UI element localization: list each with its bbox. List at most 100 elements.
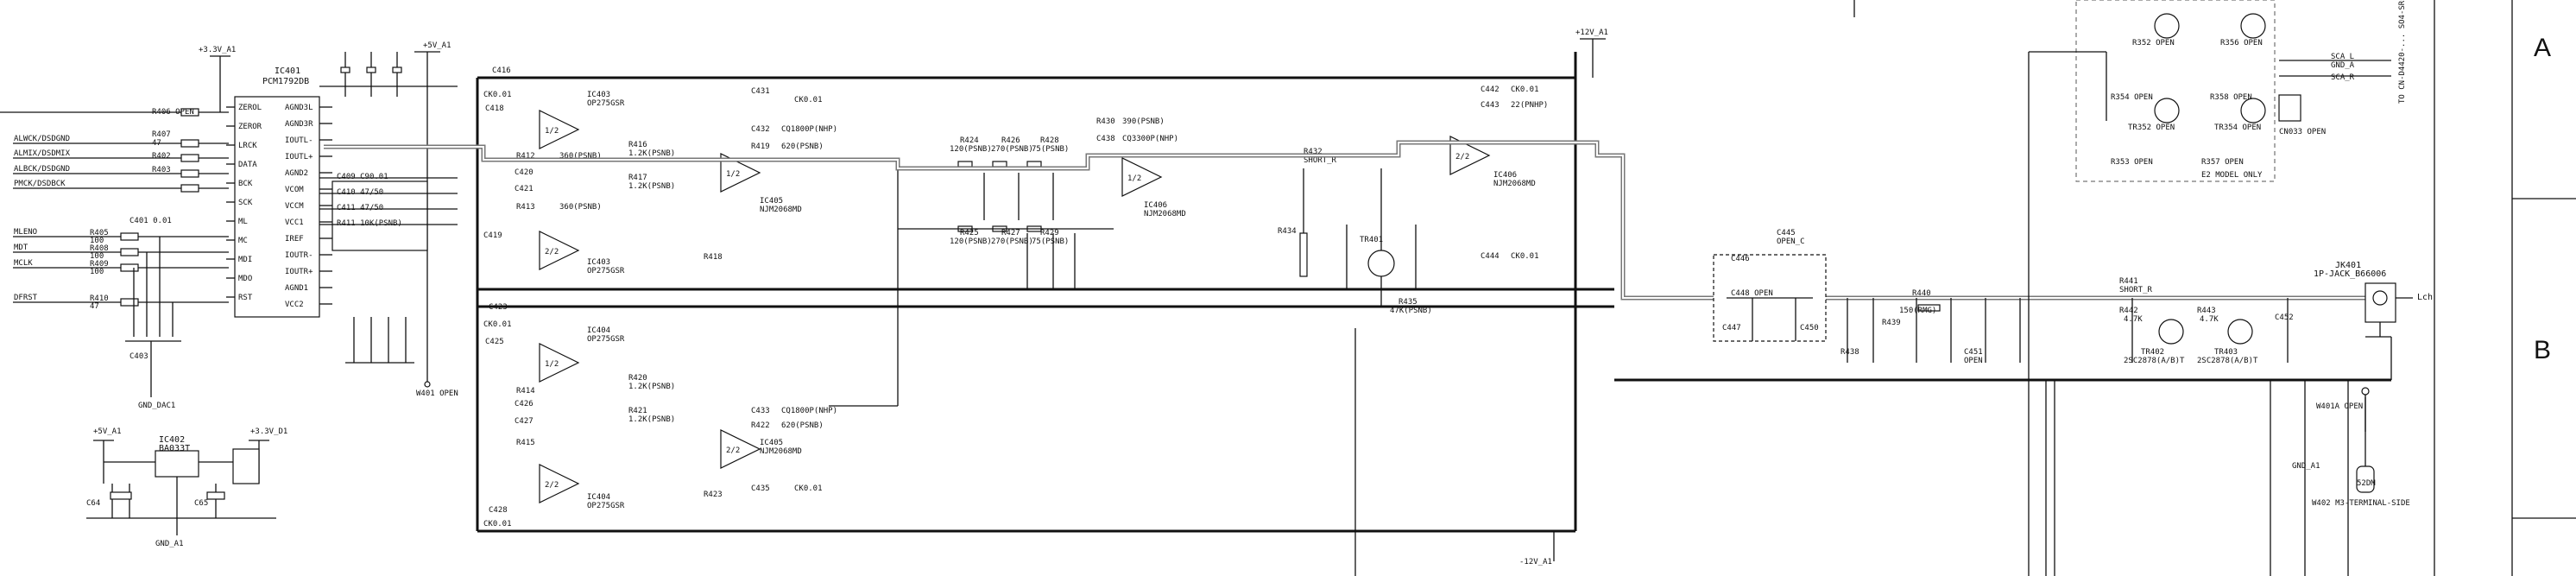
opamp-ref-label: IC404 xyxy=(587,493,610,502)
opamp-symbol xyxy=(720,429,761,469)
r438-label: R438 xyxy=(1840,348,1859,357)
r427-label: R427 xyxy=(1001,229,1020,237)
mute-tr352: TR352 OPEN xyxy=(2128,123,2175,132)
zone-label-b: B xyxy=(2534,336,2551,364)
r439-label: R439 xyxy=(1882,319,1901,327)
c438-label: C438 xyxy=(1096,135,1115,143)
opamp-ref-label: IC405 xyxy=(760,439,783,447)
c435-val: CK0.01 xyxy=(794,484,823,493)
r424-label: R424 xyxy=(960,136,979,145)
ic401-pin-label: ML xyxy=(238,218,248,226)
r430-label: R430 xyxy=(1096,117,1115,126)
ic401-pin-label: AGND3R xyxy=(285,120,313,129)
c431-val: CK0.01 xyxy=(794,96,823,104)
input-label-mdt: MDT xyxy=(14,244,28,252)
r416-label: R416 xyxy=(628,141,647,149)
r424-val: 120(PSNB) xyxy=(950,145,992,154)
r435-val: 47K(PSNB) xyxy=(1390,307,1432,315)
jk401-jack xyxy=(2356,282,2413,493)
channel-label: Lch xyxy=(2417,293,2433,302)
r430-val: 390(PSNB) xyxy=(1122,117,1165,126)
input-label-almix: ALMIX/DSDMIX xyxy=(14,149,71,158)
r415-label: R415 xyxy=(516,439,535,447)
ic401-pins: ZEROLZERORLRCKDATABCKSCKMLMCMDIMDORSTAGN… xyxy=(226,104,332,309)
tr402-label: TR402 xyxy=(2141,348,2164,357)
opamp-unit-label: 1/2 xyxy=(545,360,559,369)
mute-net-scal: SCA_L xyxy=(2331,53,2354,61)
r425-label: R425 xyxy=(960,229,979,237)
c403-label: C403 xyxy=(129,352,148,361)
opamp-ref-label: IC404 xyxy=(587,326,610,335)
rail-v33-d1: +3.3V_D1 xyxy=(250,427,287,436)
ic401-pin-label: VCC2 xyxy=(285,301,304,309)
ic401-pin-label: VCOM xyxy=(285,186,304,194)
opamp-unit-label: 1/2 xyxy=(726,170,740,179)
opamp-part-label: NJM2068MD xyxy=(760,206,802,214)
c452-label: C452 xyxy=(2275,313,2294,322)
r417-label: R417 xyxy=(628,174,647,182)
input-decoupling xyxy=(125,237,181,397)
c416-val: CK0.01 xyxy=(483,91,512,99)
iv-stage-frame xyxy=(476,38,1614,561)
ic401-pin-label: ZEROR xyxy=(238,123,262,131)
mute-tr354: TR354 OPEN xyxy=(2214,123,2261,132)
ic401-ref: IC401 xyxy=(275,66,300,76)
input-label-pmck: PMCK/DSDBCK xyxy=(14,180,66,188)
c448-label: C448 OPEN xyxy=(1731,289,1773,298)
mute-note: E2 MODEL ONLY xyxy=(2201,171,2263,180)
r412-label: R412 xyxy=(516,152,535,161)
r421-label: R421 xyxy=(628,407,647,415)
r426-val: 270(PSNB) xyxy=(991,145,1033,154)
r403-label: R403 xyxy=(152,166,171,174)
rail-v5-a1-reg: +5V_A1 xyxy=(93,427,122,436)
opamp-unit-label: 1/2 xyxy=(1127,174,1141,183)
r417-val: 1.2K(PSNB) xyxy=(628,182,675,191)
ic401-pin-label: AGND3L xyxy=(285,104,313,112)
opamp-symbol xyxy=(1449,136,1491,175)
r443-label: R443 xyxy=(2197,307,2216,315)
r441-val: SHORT_R xyxy=(2119,286,2153,294)
input-series-resistors xyxy=(120,108,199,307)
c425-label: C425 xyxy=(485,338,504,346)
c432-label: C432 xyxy=(751,125,770,134)
r429-label: R429 xyxy=(1040,229,1059,237)
opamp-ref-label: IC403 xyxy=(587,91,610,99)
tr402-part: 2SC2878(A/B)T xyxy=(2124,357,2185,365)
opamp-ref-label: IC403 xyxy=(587,258,610,267)
r410-label: R410 xyxy=(90,294,109,303)
c421-label: C421 xyxy=(515,185,534,193)
opamp-part-label: OP275GSR xyxy=(587,335,625,344)
mute-r352: R352 OPEN xyxy=(2132,39,2175,47)
c444-val: CK0.01 xyxy=(1511,252,1539,261)
mute-cn033: CN033 OPEN xyxy=(2279,128,2326,136)
ic401-pin-label: VCC1 xyxy=(285,218,304,227)
c442-val: CK0.01 xyxy=(1511,85,1539,94)
opamp-part-label: NJM2068MD xyxy=(760,447,802,456)
ic401-pin-label: RST xyxy=(238,294,253,302)
jk401-ref: JK401 xyxy=(2335,261,2361,270)
opamp-symbol xyxy=(539,464,580,503)
c442-label: C442 xyxy=(1481,85,1500,94)
ic401-pin-label: MDI xyxy=(238,256,252,264)
c419-label: C419 xyxy=(483,231,502,240)
opamp-part-label: NJM2068MD xyxy=(1493,180,1536,188)
output-caps-block xyxy=(1713,254,1827,342)
output-stage xyxy=(1614,298,2391,576)
c450-label: C450 xyxy=(1800,324,1819,332)
input-label-mleno: MLENO xyxy=(14,228,37,237)
r427-val: 270(PSNB) xyxy=(991,237,1033,246)
c438-val: CQ3300P(NHP) xyxy=(1122,135,1178,143)
r407-val: 47 xyxy=(152,139,161,148)
ic401-pin-label: SCK xyxy=(238,199,253,207)
r422-val: 620(PSNB) xyxy=(781,421,824,430)
input-label-albck: ALBCK/DSDGND xyxy=(14,165,70,174)
ic402-part: BA033T xyxy=(159,444,190,453)
ic401-pin-label: ZEROL xyxy=(238,104,262,112)
r429-val: 75(PSNB) xyxy=(1032,237,1069,246)
ic401-pin-label: MC xyxy=(238,237,248,245)
c411-label: C411 47/50 xyxy=(337,204,383,212)
rail-v5-a1-top: +5V_A1 xyxy=(423,41,451,50)
r440-label: R440 xyxy=(1912,289,1931,298)
w402-part: 52DM xyxy=(2357,479,2376,488)
c410-label: C410 47/50 xyxy=(337,188,383,197)
